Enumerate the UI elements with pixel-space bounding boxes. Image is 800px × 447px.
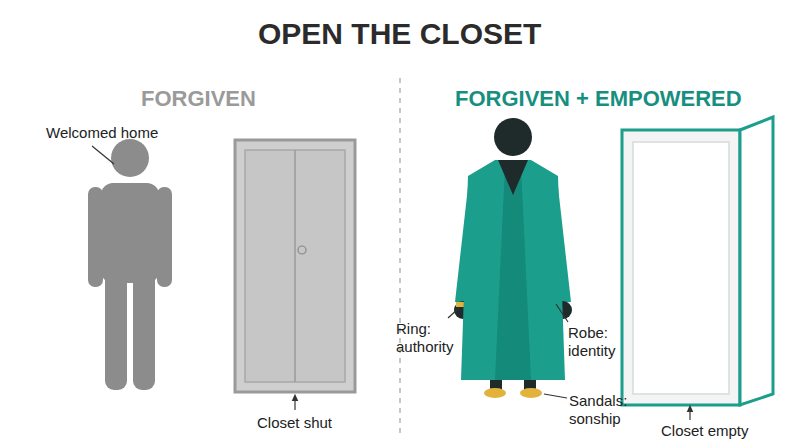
pointer-arrow	[689, 408, 690, 420]
leader-line	[544, 394, 567, 398]
leader-line	[556, 304, 568, 322]
callout-label: Closet empty	[661, 422, 749, 440]
pointer-arrow	[294, 397, 295, 410]
callout-label: Robe: identity	[568, 324, 622, 360]
callout-label: Ring: authority	[396, 320, 468, 356]
divider	[399, 78, 401, 437]
robed-figure	[454, 118, 572, 398]
leader-line	[92, 146, 114, 164]
callout-label: Sandals: sonship	[569, 392, 631, 428]
section-heading: FORGIVEN + EMPOWERED	[455, 86, 742, 112]
callout-label: Welcomed home	[46, 124, 158, 142]
leader-line	[448, 308, 459, 318]
person-figure	[88, 139, 172, 390]
closet-open	[622, 117, 773, 405]
diagram-title: OPEN THE CLOSET	[258, 16, 541, 52]
callout-label: Closet shut	[257, 414, 332, 432]
section-heading: FORGIVEN	[141, 86, 256, 112]
closet-shut	[235, 140, 355, 392]
